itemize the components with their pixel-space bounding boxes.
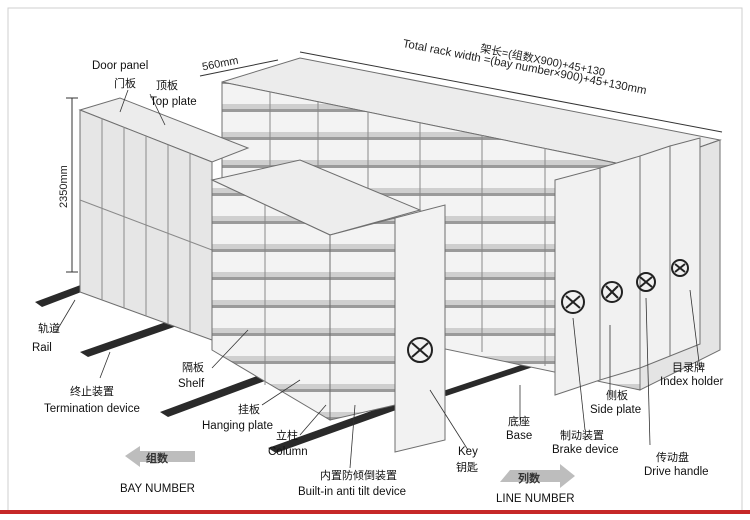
leader-lines: [55, 89, 701, 469]
label-top-plate-cn: 顶板: [156, 80, 178, 92]
label-termination-cn: 终止装置: [70, 386, 114, 398]
label-hanging-cn: 挂板: [238, 404, 260, 416]
label-anti-tilt: Built-in anti tilt device: [298, 486, 407, 498]
label-base-cn: 底座: [508, 416, 530, 428]
label-top-plate: Top plate: [150, 96, 197, 108]
label-side: Side plate: [590, 404, 642, 416]
label-door-panel-cn: 门板: [114, 78, 136, 90]
label-base: Base: [506, 430, 533, 442]
label-key-cn: 钥匙: [456, 462, 478, 474]
side-plates: [554, 137, 701, 396]
label-rail-cn: 轨道: [38, 323, 60, 335]
label-index-cn: 目录牌: [672, 362, 705, 374]
label-termination: Termination device: [44, 403, 140, 415]
line-arrow: [500, 464, 575, 488]
label-key: Key: [458, 446, 478, 458]
label-drive-cn: 传动盘: [656, 452, 689, 464]
label-drive: Drive handle: [644, 466, 709, 478]
bay-number-label: BAY NUMBER: [120, 483, 195, 495]
label-index: Index holder: [660, 376, 724, 388]
label-brake-cn: 制动装置: [560, 430, 604, 442]
red-bottom-rule: [0, 510, 750, 514]
label-column-cn: 立柱: [276, 430, 298, 442]
label-brake: Brake device: [552, 444, 619, 456]
door-cabinet: [78, 97, 250, 341]
label-shelf: Shelf: [178, 378, 205, 390]
height-dimension: 2350mm: [58, 165, 70, 208]
label-shelf-cn: 隔板: [182, 362, 204, 374]
label-hanging: Hanging plate: [202, 420, 273, 432]
label-side-cn: 侧板: [606, 390, 628, 402]
bay-arrow: [125, 446, 195, 467]
line-arrow-label-cn: 列数: [518, 473, 540, 485]
drive-handles: [561, 259, 689, 314]
bay-arrow-label-cn: 组数: [146, 453, 168, 465]
label-door-panel: Door panel: [92, 60, 149, 72]
open-shelf-unit: [210, 159, 446, 453]
line-number-label: LINE NUMBER: [496, 493, 575, 505]
label-anti-tilt-cn: 内置防倾倒装置: [320, 470, 397, 482]
label-rail: Rail: [32, 342, 52, 354]
label-column: Column: [268, 446, 308, 458]
dimension-lines: [66, 51, 723, 273]
